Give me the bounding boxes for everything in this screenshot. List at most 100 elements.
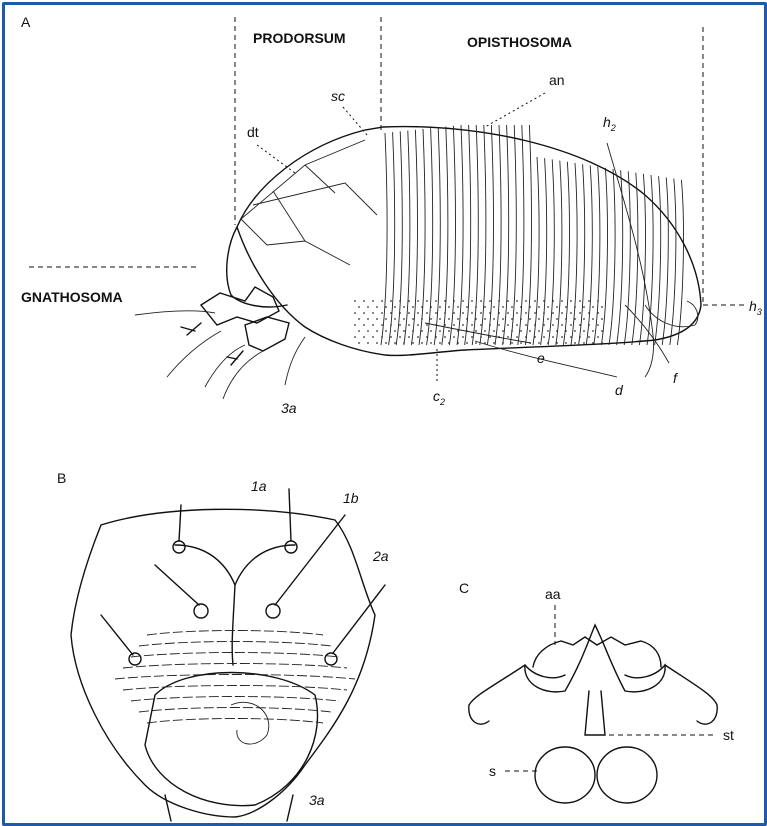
stipple-dot bbox=[525, 336, 527, 338]
stipple-dot bbox=[457, 330, 459, 332]
label-s: s bbox=[489, 763, 496, 779]
stipple-dot bbox=[417, 336, 419, 338]
stipple-dot bbox=[358, 330, 360, 332]
stipple-dot bbox=[453, 336, 455, 338]
stipple-dot bbox=[592, 330, 594, 332]
stipple-dot bbox=[457, 306, 459, 308]
stria bbox=[480, 125, 486, 345]
stipple-dot bbox=[498, 300, 500, 302]
stria bbox=[457, 125, 463, 345]
stipple-dot bbox=[574, 306, 576, 308]
stipple-dot bbox=[394, 330, 396, 332]
stipple-dot bbox=[475, 342, 477, 344]
stipple-dot bbox=[417, 300, 419, 302]
stipple-dot bbox=[471, 336, 473, 338]
stipple-dot bbox=[565, 342, 567, 344]
stipple-dot bbox=[583, 318, 585, 320]
stipple-dot bbox=[529, 306, 531, 308]
seta-base-1a-left bbox=[173, 541, 185, 553]
stipple-dot bbox=[475, 330, 477, 332]
stipple-dot bbox=[462, 324, 464, 326]
stipple-dot bbox=[448, 306, 450, 308]
opisthosomal-striae bbox=[381, 125, 683, 345]
stipple-dot bbox=[520, 306, 522, 308]
stipple-dot bbox=[444, 324, 446, 326]
anal-region bbox=[231, 702, 269, 744]
panel-a: A PRODORSUM OPISTHOSOMA GNATHOSOMA bbox=[21, 14, 762, 416]
stipple-dot bbox=[574, 330, 576, 332]
stipple-dot bbox=[376, 342, 378, 344]
stipple-dot bbox=[417, 324, 419, 326]
stipple-dot bbox=[394, 306, 396, 308]
stipple-dot bbox=[358, 306, 360, 308]
stipple-dot bbox=[439, 318, 441, 320]
stipple-dot bbox=[480, 324, 482, 326]
stipple-dot bbox=[399, 300, 401, 302]
stria bbox=[556, 161, 562, 345]
label-dt: dt bbox=[247, 124, 259, 140]
label-h3: h3 bbox=[749, 298, 762, 317]
stipple-dot bbox=[601, 330, 603, 332]
panel-b-label: B bbox=[57, 470, 66, 486]
apodeme-aa bbox=[533, 637, 661, 667]
label-3a-panel-b: 3a bbox=[309, 792, 325, 808]
stipple-dot bbox=[529, 318, 531, 320]
stipple-dot bbox=[570, 300, 572, 302]
stria bbox=[518, 125, 524, 345]
stipple-dot bbox=[462, 312, 464, 314]
stipple-dot bbox=[574, 342, 576, 344]
stipple-dot bbox=[511, 306, 513, 308]
stipple-dot bbox=[579, 312, 581, 314]
stipple-dot bbox=[579, 336, 581, 338]
stipple-dot bbox=[444, 336, 446, 338]
stipple-dot bbox=[484, 330, 486, 332]
stipple-dot bbox=[462, 300, 464, 302]
ventral-stria bbox=[139, 708, 331, 713]
mite-anatomy-figure: A PRODORSUM OPISTHOSOMA GNATHOSOMA bbox=[5, 5, 764, 823]
stipple-dot bbox=[471, 324, 473, 326]
seta-base-1a-right bbox=[285, 541, 297, 553]
stipple-dot bbox=[516, 300, 518, 302]
stria bbox=[624, 171, 630, 345]
stipple-dot bbox=[417, 312, 419, 314]
stipple-dot bbox=[421, 330, 423, 332]
ventral-stria bbox=[115, 675, 355, 680]
stipple-dot bbox=[381, 324, 383, 326]
stipple-dot bbox=[435, 300, 437, 302]
stria bbox=[609, 169, 615, 345]
leg-one bbox=[201, 287, 279, 325]
lateral-arms bbox=[469, 665, 717, 724]
stipple-dot bbox=[561, 336, 563, 338]
stipple-dot bbox=[403, 318, 405, 320]
stipple-dot bbox=[520, 318, 522, 320]
stipple-dot bbox=[570, 324, 572, 326]
stipple-dot bbox=[372, 312, 374, 314]
stipple-dot bbox=[502, 342, 504, 344]
stipple-dot bbox=[399, 312, 401, 314]
panel-c-label: C bbox=[459, 580, 469, 596]
stipple-dot bbox=[489, 300, 491, 302]
stipple-dot bbox=[426, 312, 428, 314]
stria bbox=[533, 157, 539, 345]
stipple-dot bbox=[489, 324, 491, 326]
stipple-dot bbox=[561, 312, 563, 314]
stipple-dot bbox=[493, 306, 495, 308]
stria bbox=[571, 163, 577, 345]
panel-a-label: A bbox=[21, 14, 31, 30]
stipple-dot bbox=[597, 336, 599, 338]
stipple-dot bbox=[520, 342, 522, 344]
stipple-dot bbox=[453, 312, 455, 314]
stipple-dot bbox=[367, 330, 369, 332]
stipple-dot bbox=[538, 330, 540, 332]
stria bbox=[586, 165, 592, 345]
stipple-dot bbox=[385, 342, 387, 344]
stipple-dot bbox=[543, 312, 545, 314]
seta-e bbox=[425, 323, 531, 343]
stipple-dot bbox=[408, 312, 410, 314]
stipple-dot bbox=[565, 306, 567, 308]
stipple-dot bbox=[588, 300, 590, 302]
stipple-dot bbox=[408, 324, 410, 326]
stipple-dot bbox=[556, 342, 558, 344]
stipple-dot bbox=[390, 324, 392, 326]
posterior-plate bbox=[145, 673, 318, 806]
